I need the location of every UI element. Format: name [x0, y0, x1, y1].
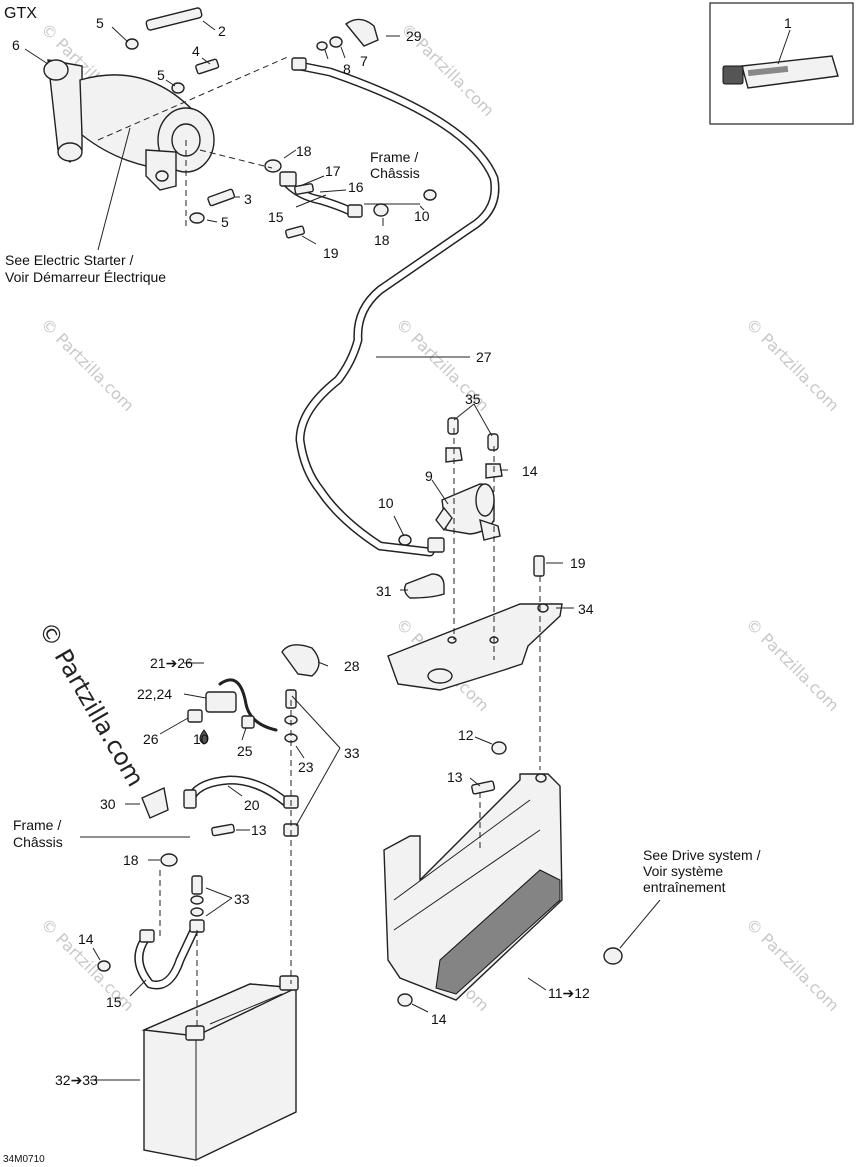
watermark-side: © Partzilla.com — [33, 617, 150, 791]
callout-9: 9 — [425, 468, 433, 484]
solenoid — [398, 417, 503, 546]
callout-25: 25 — [237, 743, 253, 759]
note-frame-left-line2: Châssis — [13, 834, 63, 850]
callout-2: 2 — [218, 23, 226, 39]
inset-box: 1 — [709, 2, 854, 125]
callout-10: 10 — [193, 731, 209, 747]
callout-14: 14 — [522, 463, 538, 479]
electric-starter — [43, 59, 215, 191]
callout-4: 4 — [192, 43, 200, 59]
diagram-code: 34M0710 — [3, 1154, 45, 1165]
notes: See Electric Starter / Voir Démarreur Él… — [5, 149, 761, 895]
watermark: © Partzilla.com — [742, 914, 843, 1015]
battery — [141, 975, 299, 1161]
diagram-title: GTX — [4, 5, 37, 22]
cable-15-top — [279, 171, 363, 239]
note-drive-system-line3: entraînement — [643, 879, 726, 895]
leader-lines — [24, 20, 661, 1081]
starter-hardware — [125, 7, 437, 224]
callout-15: 15 — [106, 994, 122, 1010]
callout-31: 31 — [376, 583, 392, 599]
watermark: © Partzilla.com — [37, 914, 138, 1015]
callout-7: 7 — [360, 53, 368, 69]
callout-10: 10 — [414, 208, 430, 224]
note-frame-left-line1: Frame / — [13, 817, 61, 833]
callout-1: 1 — [784, 15, 792, 31]
watermark: © Partzilla.com — [37, 314, 138, 415]
cable-15-bottom — [97, 853, 205, 990]
callout-5: 5 — [157, 67, 165, 83]
callout-18: 18 — [296, 143, 312, 159]
callout-35: 35 — [465, 391, 481, 407]
callout-21-26: 21➔26 — [150, 655, 193, 671]
callout-26: 26 — [143, 731, 159, 747]
watermark: © Partzilla.com — [742, 614, 843, 715]
callout-8: 8 — [343, 61, 351, 77]
watermark: © Partzilla.com — [742, 314, 843, 415]
callout-30: 30 — [100, 796, 116, 812]
callout-20: 20 — [244, 797, 260, 813]
callout-23: 23 — [298, 759, 314, 775]
terminal-cap-31 — [403, 573, 445, 599]
callout-3: 3 — [244, 191, 252, 207]
callout-29: 29 — [406, 28, 422, 44]
callout-33: 33 — [344, 745, 360, 761]
callout-17: 17 — [325, 163, 341, 179]
callout-11-12: 11➔12 — [548, 985, 590, 1001]
battery-box — [383, 741, 623, 1007]
callout-27: 27 — [476, 349, 492, 365]
callout-5: 5 — [96, 15, 104, 31]
callout-28: 28 — [344, 658, 360, 674]
note-electric-starter-line1: See Electric Starter / — [5, 252, 133, 268]
note-frame-top-line1: Frame / — [370, 149, 418, 165]
note-frame-top-line2: Châssis — [370, 165, 420, 181]
callout-16: 16 — [348, 179, 364, 195]
callout-19: 19 — [570, 555, 586, 571]
callout-14: 14 — [78, 931, 94, 947]
callout-5: 5 — [221, 214, 229, 230]
callout-6: 6 — [12, 37, 20, 53]
callouts: 5 2 6 4 5 29 7 8 18 17 16 3 5 15 10 18 1… — [12, 15, 594, 1088]
callout-18: 18 — [374, 232, 390, 248]
cable-20 — [141, 775, 299, 837]
note-drive-system-line2: Voir système — [643, 863, 723, 879]
callout-14: 14 — [431, 1011, 447, 1027]
callout-13: 13 — [251, 822, 267, 838]
callout-32-33: 32➔33 — [55, 1072, 98, 1088]
callout-15: 15 — [268, 209, 284, 225]
note-electric-starter-line2: Voir Démarreur Électrique — [5, 269, 166, 285]
callout-19: 19 — [323, 245, 339, 261]
callout-13: 13 — [447, 769, 463, 785]
callout-12: 12 — [458, 727, 474, 743]
cable-27 — [291, 57, 500, 557]
callout-18: 18 — [123, 852, 139, 868]
battery-bracket — [387, 555, 563, 691]
callout-33: 33 — [234, 891, 250, 907]
callout-22-24: 22,24 — [137, 686, 172, 702]
callout-10: 10 — [378, 495, 394, 511]
callout-34: 34 — [578, 601, 594, 617]
note-drive-system-line1: See Drive system / — [643, 847, 761, 863]
